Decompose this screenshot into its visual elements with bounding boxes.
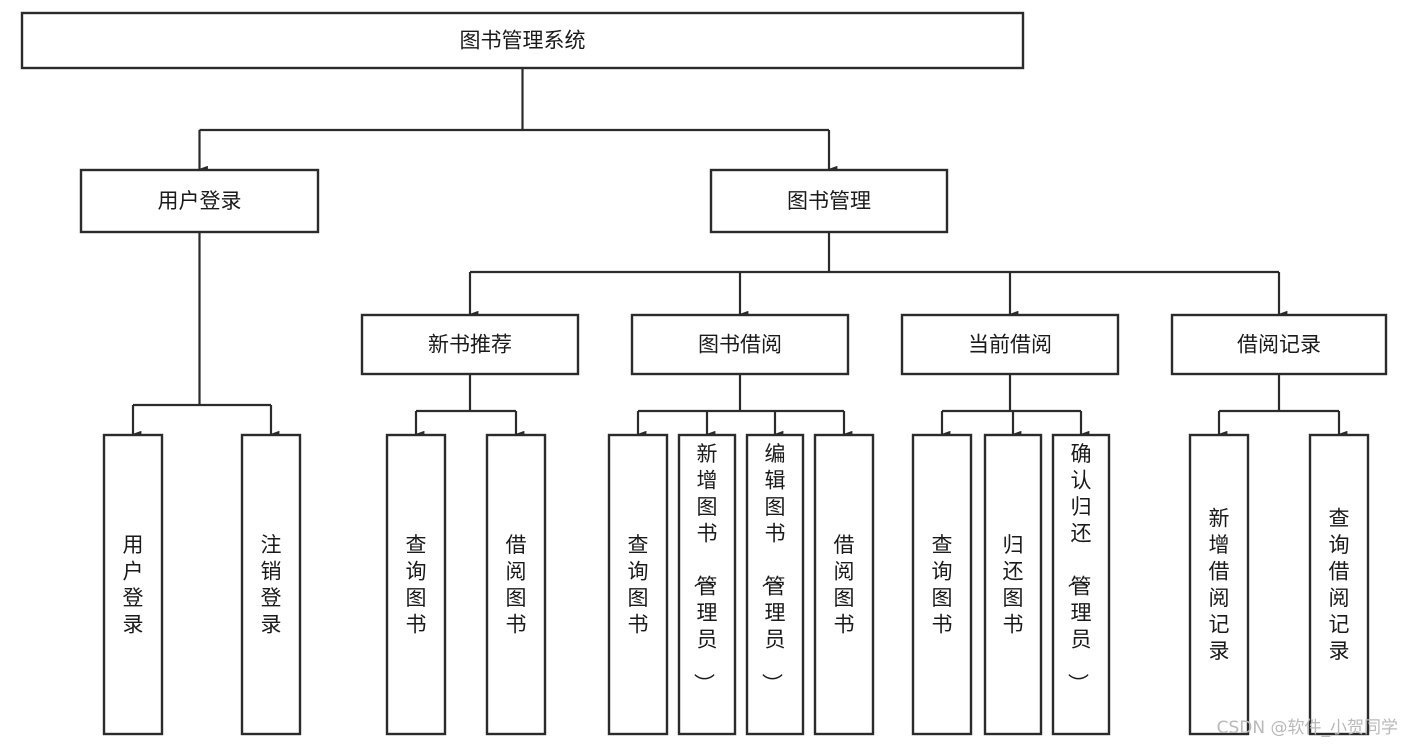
- node-box-leaf-borrow-book-recommend[interactable]: [485, 433, 547, 736]
- node-box-book-management[interactable]: [709, 168, 949, 234]
- node-label-leaf-user-logout: 注销登录: [261, 533, 282, 637]
- node-label-leaf-query-book-current: 查询图书: [932, 533, 953, 637]
- node-box-leaf-query-book-recommend[interactable]: [385, 433, 447, 736]
- node-leaf-query-book-borrow[interactable]: 查询图书: [607, 433, 669, 736]
- node-label-leaf-borrow-book: 借阅图书: [834, 533, 855, 637]
- node-label-borrow-record: 借阅记录: [1237, 333, 1321, 357]
- node-label-leaf-return-book: 归还图书: [1003, 533, 1024, 637]
- node-current-borrow[interactable]: 当前借阅: [900, 313, 1120, 376]
- node-label-root: 图书管理系统: [460, 29, 586, 53]
- node-box-leaf-query-book-borrow[interactable]: [607, 433, 669, 736]
- node-leaf-add-book-admin[interactable]: 新增图书（管理员）: [677, 433, 737, 736]
- node-label-book-borrow: 图书借阅: [698, 333, 782, 357]
- node-box-leaf-return-book[interactable]: [983, 433, 1043, 736]
- csdn-watermark: CSDN @软件_小贺同学: [1217, 718, 1398, 738]
- node-book-management[interactable]: 图书管理: [709, 168, 949, 234]
- node-box-leaf-user-logout[interactable]: [240, 433, 302, 736]
- node-leaf-return-book[interactable]: 归还图书: [983, 433, 1043, 736]
- node-leaf-user-logout[interactable]: 注销登录: [240, 433, 302, 736]
- connectors-layer: [131, 68, 1348, 438]
- node-box-leaf-user-login[interactable]: [102, 433, 164, 736]
- node-leaf-borrow-book-recommend[interactable]: 借阅图书: [485, 433, 547, 736]
- node-box-leaf-query-book-current[interactable]: [911, 433, 973, 736]
- node-leaf-query-borrow-record[interactable]: 查询借阅记录: [1308, 433, 1370, 736]
- node-label-current-borrow: 当前借阅: [968, 333, 1052, 357]
- node-box-new-book-recommend[interactable]: [360, 313, 580, 376]
- node-label-new-book-recommend: 新书推荐: [428, 333, 512, 357]
- node-label-leaf-edit-book-admin: 编辑图书（管理员）: [760, 442, 786, 694]
- node-label-user-login: 用户登录: [158, 189, 242, 213]
- node-book-borrow[interactable]: 图书借阅: [630, 313, 850, 376]
- node-label-book-management: 图书管理: [787, 189, 871, 213]
- node-user-login[interactable]: 用户登录: [79, 168, 320, 234]
- node-box-leaf-query-borrow-record[interactable]: [1308, 433, 1370, 736]
- node-box-user-login[interactable]: [79, 168, 320, 234]
- node-leaf-query-book-recommend[interactable]: 查询图书: [385, 433, 447, 736]
- node-leaf-add-borrow-record[interactable]: 新增借阅记录: [1188, 433, 1250, 736]
- node-leaf-confirm-return-admin[interactable]: 确认归还（管理员）: [1051, 433, 1111, 736]
- node-box-leaf-add-borrow-record[interactable]: [1188, 433, 1250, 736]
- node-label-leaf-borrow-book-recommend: 借阅图书: [506, 533, 527, 637]
- node-root[interactable]: 图书管理系统: [20, 11, 1025, 70]
- node-box-leaf-add-book-admin[interactable]: [677, 433, 737, 736]
- node-label-leaf-user-login: 用户登录: [123, 533, 144, 637]
- node-label-leaf-query-book-recommend: 查询图书: [406, 533, 427, 637]
- node-label-leaf-confirm-return-admin: 确认归还（管理员）: [1066, 442, 1092, 694]
- node-leaf-query-book-current[interactable]: 查询图书: [911, 433, 973, 736]
- node-box-root[interactable]: [20, 11, 1025, 70]
- node-borrow-record[interactable]: 借阅记录: [1170, 313, 1388, 376]
- node-box-leaf-edit-book-admin[interactable]: [745, 433, 805, 736]
- node-leaf-user-login[interactable]: 用户登录: [102, 433, 164, 736]
- nodes-layer: 图书管理系统用户登录图书管理新书推荐图书借阅当前借阅借阅记录用户登录注销登录查询…: [20, 11, 1388, 736]
- node-label-leaf-add-book-admin: 新增图书（管理员）: [692, 442, 718, 694]
- node-label-leaf-query-borrow-record: 查询借阅记录: [1329, 507, 1350, 664]
- node-box-leaf-confirm-return-admin[interactable]: [1051, 433, 1111, 736]
- node-box-leaf-borrow-book[interactable]: [813, 433, 875, 736]
- node-label-leaf-add-borrow-record: 新增借阅记录: [1209, 507, 1230, 664]
- node-leaf-edit-book-admin[interactable]: 编辑图书（管理员）: [745, 433, 805, 736]
- node-box-book-borrow[interactable]: [630, 313, 850, 376]
- node-new-book-recommend[interactable]: 新书推荐: [360, 313, 580, 376]
- node-label-leaf-query-book-borrow: 查询图书: [628, 533, 649, 637]
- node-box-borrow-record[interactable]: [1170, 313, 1388, 376]
- node-leaf-borrow-book[interactable]: 借阅图书: [813, 433, 875, 736]
- node-box-current-borrow[interactable]: [900, 313, 1120, 376]
